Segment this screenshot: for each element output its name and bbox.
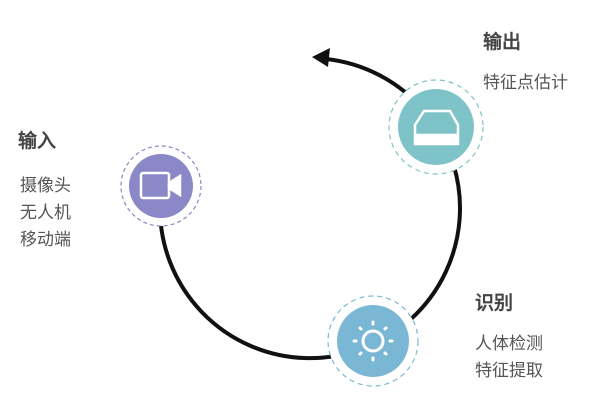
input-item: 移动端 [20,230,71,250]
input-list: 摄像头 无人机 移动端 [20,173,71,254]
recognize-list: 人体检测 特征提取 [475,331,543,385]
sun-icon [352,320,394,362]
output-title: 输出 [483,31,522,53]
video-camera-icon [139,171,182,200]
input-item: 摄像头 [20,176,71,196]
recognize-node [327,295,419,387]
output-node [388,79,484,175]
input-title: 输入 [18,130,57,152]
recognize-title: 识别 [475,292,514,314]
input-item: 无人机 [20,203,71,223]
recognize-item: 人体检测 [475,334,543,354]
arrow-head-icon [312,48,330,67]
input-node [120,145,202,227]
drive-icon [413,109,460,146]
recognize-item: 特征提取 [475,361,543,381]
output-item: 特征点估计 [483,73,568,93]
